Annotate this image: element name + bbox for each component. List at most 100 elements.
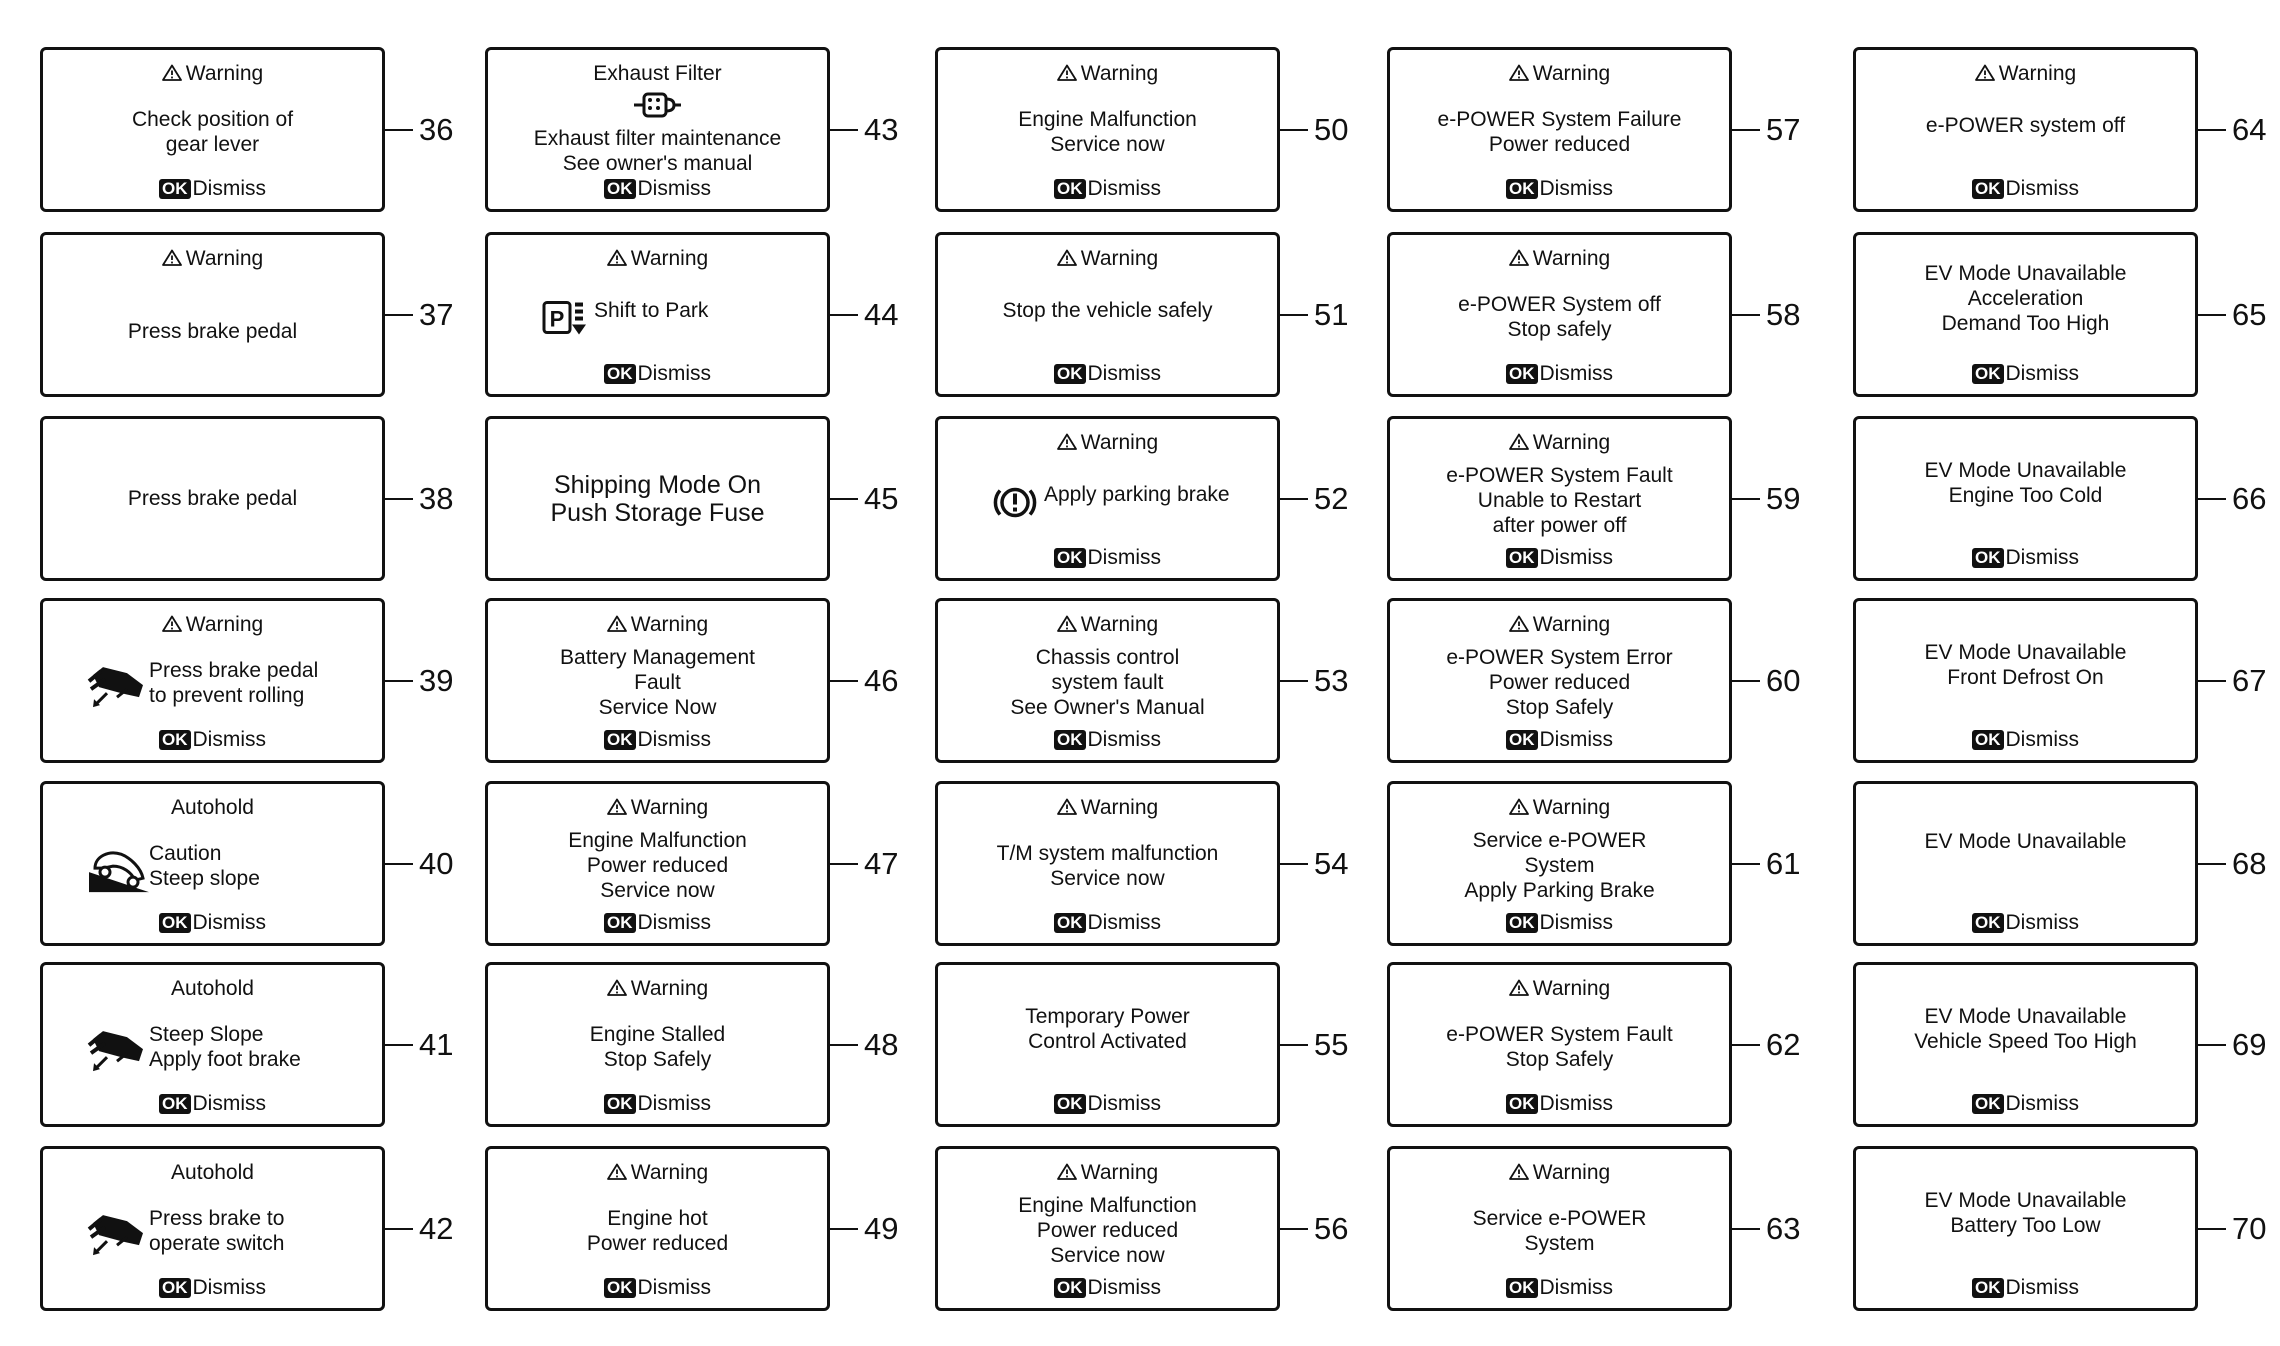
foot-brake-icon [87,1214,143,1255]
leader-line [2198,862,2226,865]
message-line: Press brake to [149,1206,285,1230]
message-line: e-POWER System Fault [1446,464,1673,487]
panel-title-text: Warning [1532,613,1611,636]
panel-title-text: Warning [185,247,264,270]
dismiss-label: Dismiss [1539,546,1614,569]
message-line: Service now [600,879,715,902]
dismiss-label: Dismiss [1539,911,1614,934]
panel-title: Warning [488,1161,827,1185]
leader-line [385,497,413,500]
panel-title-text: Warning [1080,431,1159,454]
dismiss-label: Dismiss [637,362,712,385]
warning-triangle-icon [1508,1163,1529,1180]
ok-badge: OK [1972,364,2004,384]
message-line: Apply foot brake [149,1047,301,1071]
foot-brake-icon [87,666,143,707]
leader-line [1280,862,1308,865]
ok-badge: OK [1972,548,2004,568]
reference-number: 58 [1766,296,1801,332]
message-line: EV Mode Unavailable [1924,640,2127,664]
ok-badge: OK [1972,1278,2004,1298]
dismiss-label: Dismiss [192,911,267,934]
leader-line [385,128,413,131]
warning-triangle-icon [1056,1163,1077,1180]
dismiss-label: Dismiss [2005,728,2080,751]
leader-line [830,1227,858,1230]
message-line: Control Activated [1028,1029,1187,1053]
message-line: EV Mode Unavailable [1924,262,2127,285]
parking-brake-icon [993,487,1037,517]
message-line: Power reduced [586,854,729,877]
message-line: Engine Too Cold [1948,483,2103,507]
reference-number: 41 [419,1026,454,1062]
reference-number: 46 [864,662,899,698]
leader-line [1280,313,1308,316]
panel-message: Press brake pedal [43,319,382,344]
message-line: Press brake pedal [149,658,319,682]
warning-triangle-icon [1056,249,1077,266]
panel-title-text: Warning [185,613,264,636]
leader-line [1280,497,1308,500]
dismiss-label: Dismiss [1087,911,1162,934]
reference-number: 39 [419,662,454,698]
leader-line [2198,497,2226,500]
panel-title-text: Warning [1532,247,1611,270]
reference-number: 44 [864,296,899,332]
warning-triangle-icon [1508,798,1529,815]
reference-number: 50 [1314,111,1349,147]
warning-triangle-icon [1508,979,1529,996]
ok-badge: OK [159,179,191,199]
panel-title: Warning [938,796,1277,820]
leader-line [1732,128,1760,131]
reference-number: 47 [864,845,899,881]
panel-title: Autohold [43,796,382,820]
message-line: See owner's manual [562,152,753,175]
message-line: Service now [1050,132,1165,156]
panel-title-text: Warning [630,613,709,636]
